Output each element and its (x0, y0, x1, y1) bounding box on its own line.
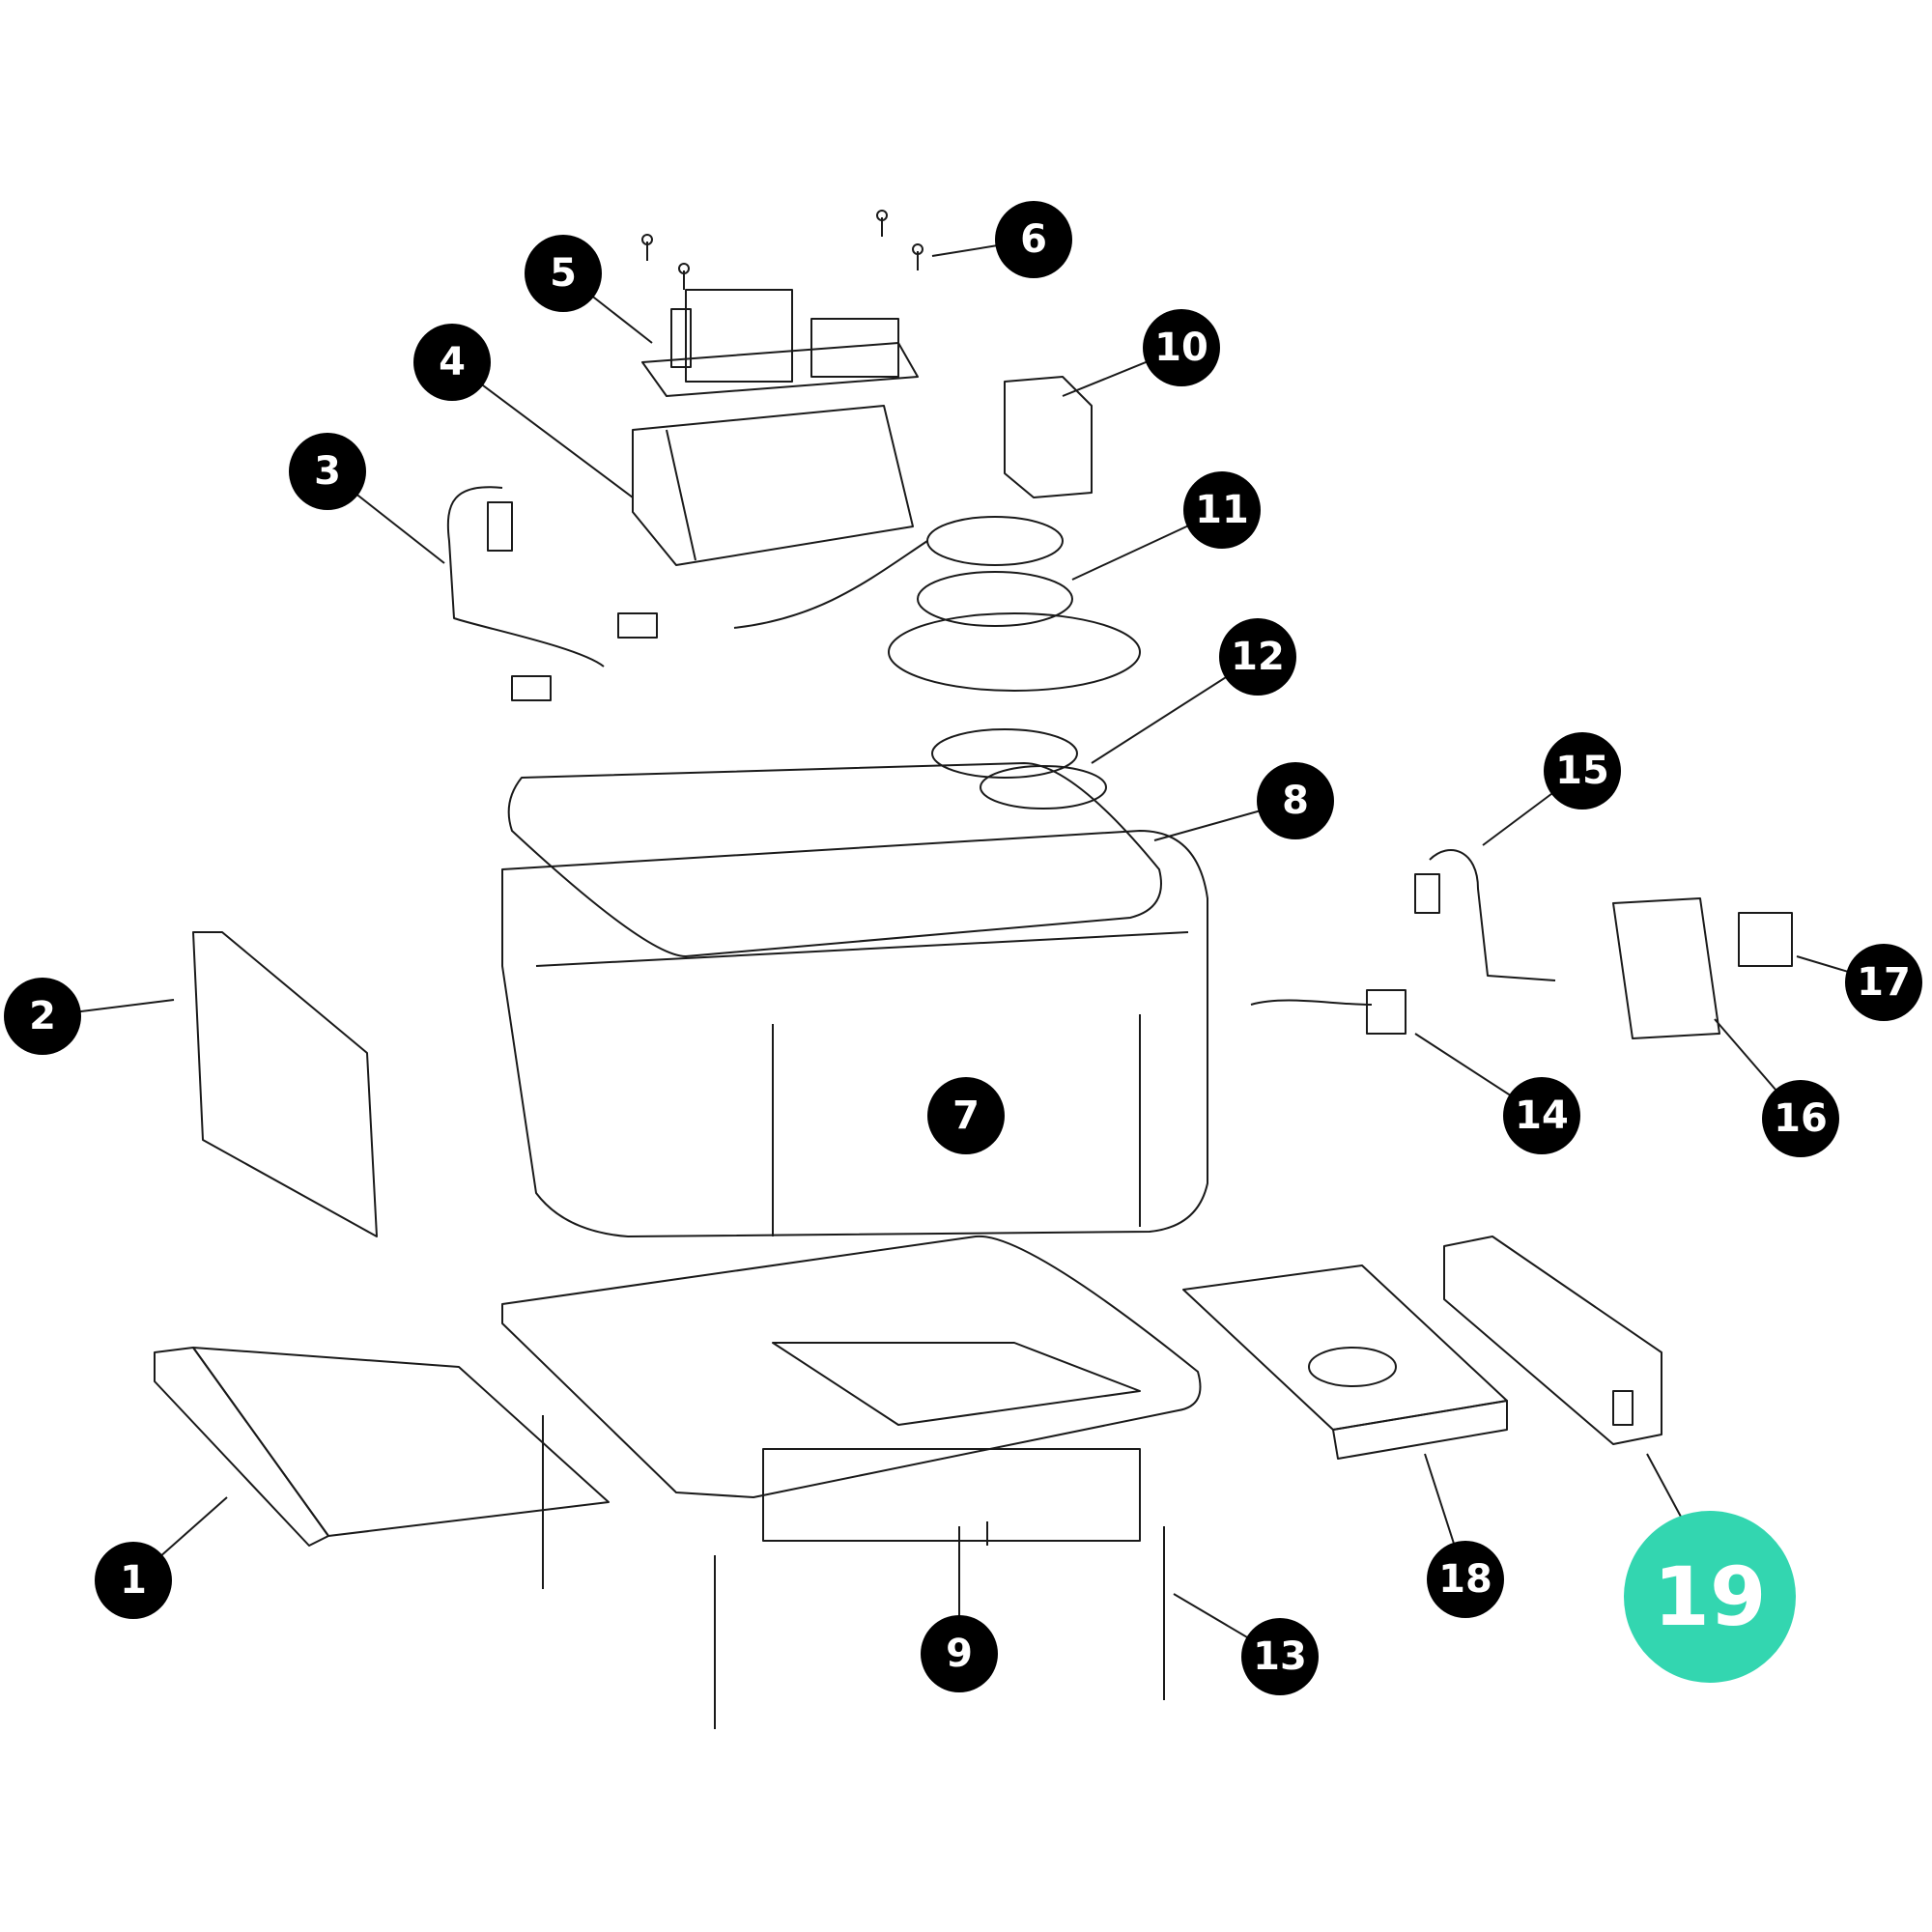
callout-label: 1 (120, 1558, 147, 1603)
part-19-side-rail (1443, 1236, 1662, 1445)
part-11-fan-motor (617, 516, 1141, 692)
callout-label: 10 (1154, 326, 1208, 370)
callout-14: 14 (1503, 1077, 1580, 1154)
part-12-ring (931, 728, 1107, 810)
callout-label: 3 (314, 449, 341, 494)
callout-9: 9 (921, 1615, 998, 1692)
callout-3: 3 (289, 433, 366, 510)
callout-label: 19 (1653, 1549, 1767, 1644)
callout-label: 12 (1231, 635, 1285, 679)
part-6-screws (641, 210, 923, 290)
callout-15: 15 (1544, 732, 1621, 810)
part-1-filter-drawer (154, 1347, 610, 1547)
part-9-base (501, 1235, 1202, 1542)
callout-7: 7 (927, 1077, 1005, 1154)
part-16-switch-housing (1612, 897, 1720, 1039)
callout-label: 16 (1774, 1096, 1828, 1141)
callout-16: 16 (1762, 1080, 1839, 1157)
part-10-foam-block (1004, 376, 1093, 498)
callout-label: 18 (1438, 1557, 1492, 1602)
callout-label: 17 (1857, 960, 1911, 1005)
callout-19-highlighted: 19 (1624, 1511, 1796, 1683)
callout-label: 2 (29, 994, 56, 1038)
part-7-housing (501, 830, 1208, 1237)
callout-label: 11 (1195, 488, 1249, 532)
part-14-cable (1250, 989, 1406, 1035)
callout-5: 5 (525, 235, 602, 312)
callout-label: 6 (1020, 217, 1047, 262)
callout-1: 1 (95, 1542, 172, 1619)
callout-label: 13 (1253, 1634, 1307, 1679)
callout-10: 10 (1143, 309, 1220, 386)
callout-6: 6 (995, 201, 1072, 278)
part-17-rocker-switch (1738, 912, 1793, 967)
callout-18: 18 (1427, 1541, 1504, 1618)
part-13-long-screws (542, 1415, 1165, 1729)
callout-11: 11 (1183, 471, 1261, 549)
callout-label: 9 (946, 1632, 973, 1676)
part-4-transformer (632, 405, 914, 566)
callout-2: 2 (4, 978, 81, 1055)
callout-label: 7 (952, 1094, 980, 1138)
callout-4: 4 (413, 324, 491, 401)
callout-label: 4 (439, 340, 466, 384)
part-3-cable (446, 486, 605, 701)
callout-17: 17 (1845, 944, 1922, 1021)
part-18-filter-tray (1182, 1264, 1508, 1460)
part-5-power-board (641, 289, 919, 397)
part-15-cable (1414, 849, 1556, 981)
part-2-control-board (192, 931, 378, 1237)
callout-12: 12 (1219, 618, 1296, 696)
part-8-gasket (507, 762, 1162, 957)
callout-label: 5 (550, 251, 577, 296)
callout-label: 15 (1555, 749, 1609, 793)
callout-8: 8 (1257, 762, 1334, 839)
callout-13: 13 (1241, 1618, 1319, 1695)
callout-label: 14 (1515, 1094, 1569, 1138)
callout-label: 8 (1282, 779, 1309, 823)
